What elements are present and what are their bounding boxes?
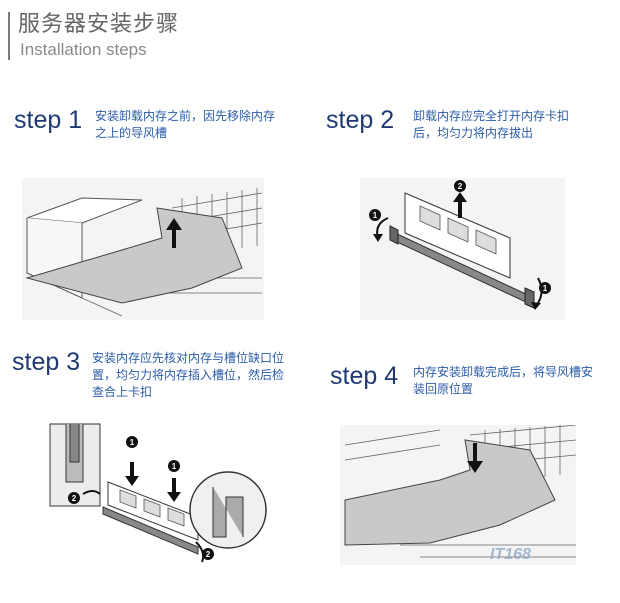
header-divider — [8, 12, 10, 60]
callout-2a: 2 — [458, 182, 463, 191]
callout-2c: 2 — [206, 550, 211, 559]
page-subtitle: Installation steps — [20, 40, 147, 59]
step1-text: 安装卸载内存之前，因先移除内存之上的导风槽 — [95, 109, 276, 140]
step3-illustration: 1 1 2 2 — [48, 422, 270, 574]
step2-text: 卸载内存应完全打开内存卡扣后，均匀力将内存拔出 — [413, 109, 570, 140]
callout-1c: 1 — [130, 438, 135, 447]
step4-illustration: IT168 — [340, 425, 576, 565]
callout-2b: 2 — [72, 494, 77, 503]
page-title: 服务器安装步骤 — [18, 12, 180, 37]
step1-label: step 1 — [14, 106, 83, 134]
step2-label: step 2 — [326, 106, 395, 134]
callout-1a: 1 — [373, 211, 378, 220]
step3-text: 安装内存应先核对内存与槽位缺口位置，均匀力将内存插入槽位，然后检查合上卡扣 — [92, 351, 285, 399]
callout-1d: 1 — [172, 462, 177, 471]
step3-label: step 3 — [12, 348, 81, 376]
watermark-logo: IT168 — [490, 546, 531, 563]
step1-illustration — [22, 178, 264, 320]
step4-label: step 4 — [330, 362, 399, 390]
callout-1b: 1 — [543, 284, 548, 293]
step2-illustration: 1 2 1 — [360, 178, 565, 320]
step4-text: 内存安装卸载完成后，将导风槽安装回原位置 — [413, 365, 594, 396]
